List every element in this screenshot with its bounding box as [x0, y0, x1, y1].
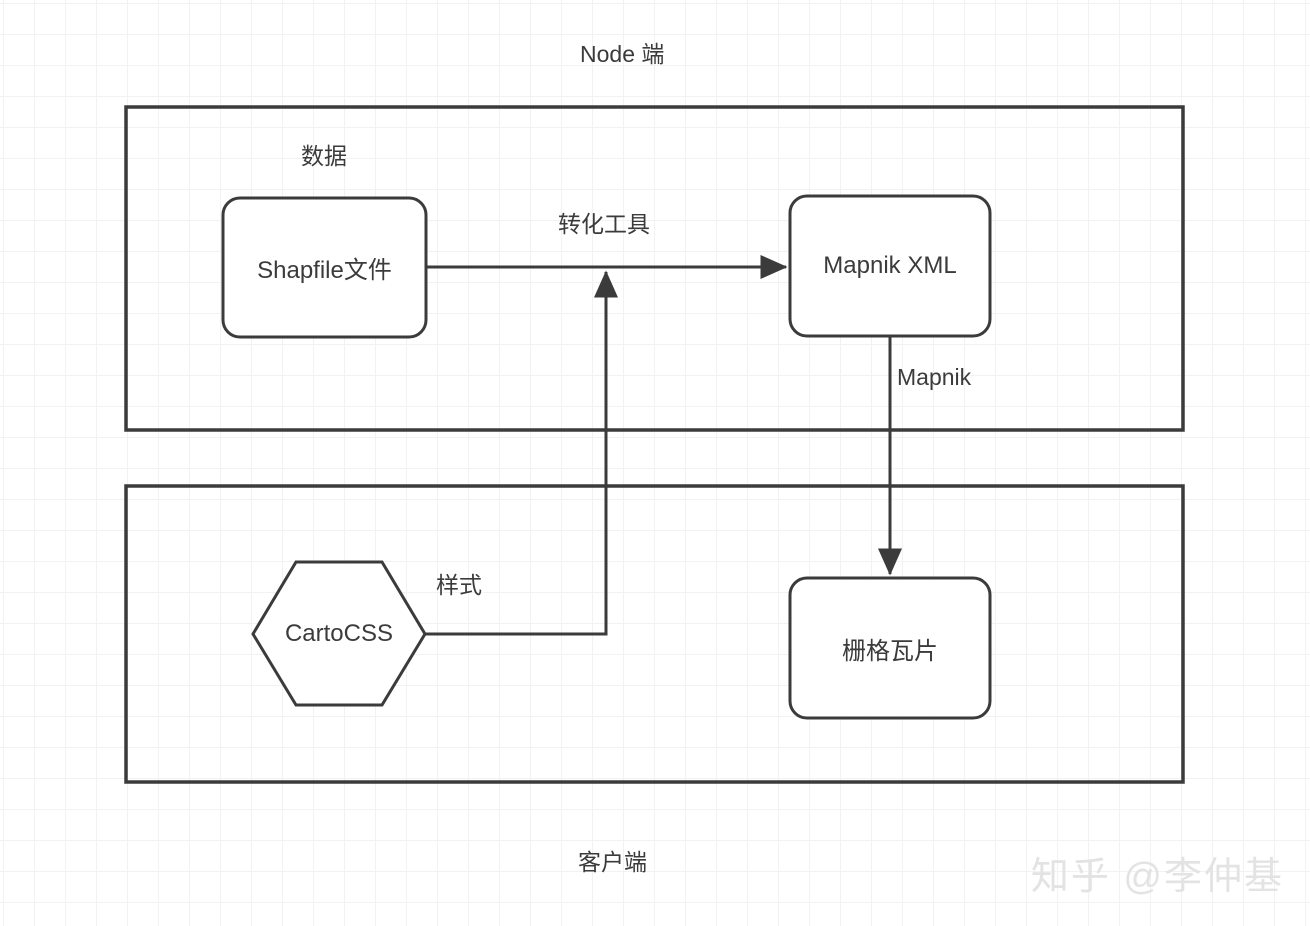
shapefile-node-label[interactable]: Shapfile文件: [257, 257, 392, 284]
data-group-label: 数据: [301, 143, 347, 169]
mapnik-xml-node-label[interactable]: Mapnik XML: [823, 252, 957, 279]
edge-label-conversion-tool: 转化工具: [558, 211, 650, 237]
client-side-title: 客户端: [578, 849, 647, 875]
cartocss-node-label[interactable]: CartoCSS: [284, 619, 394, 647]
raster-tile-node-label[interactable]: 栅格瓦片: [842, 637, 938, 665]
client-container-box: [124, 484, 1185, 784]
node-side-title: Node 端: [580, 41, 665, 67]
watermark: 知乎 @李仲基: [1030, 856, 1284, 898]
cartocss-node-shape[interactable]: [251, 560, 427, 707]
edge-cartocss-to-converter: [425, 270, 618, 636]
node-container-box: [124, 105, 1185, 432]
edge-label-style: 样式: [436, 572, 482, 598]
raster-tile-node-shape[interactable]: [788, 576, 992, 720]
edge-label-mapnik: Mapnik: [897, 364, 972, 390]
